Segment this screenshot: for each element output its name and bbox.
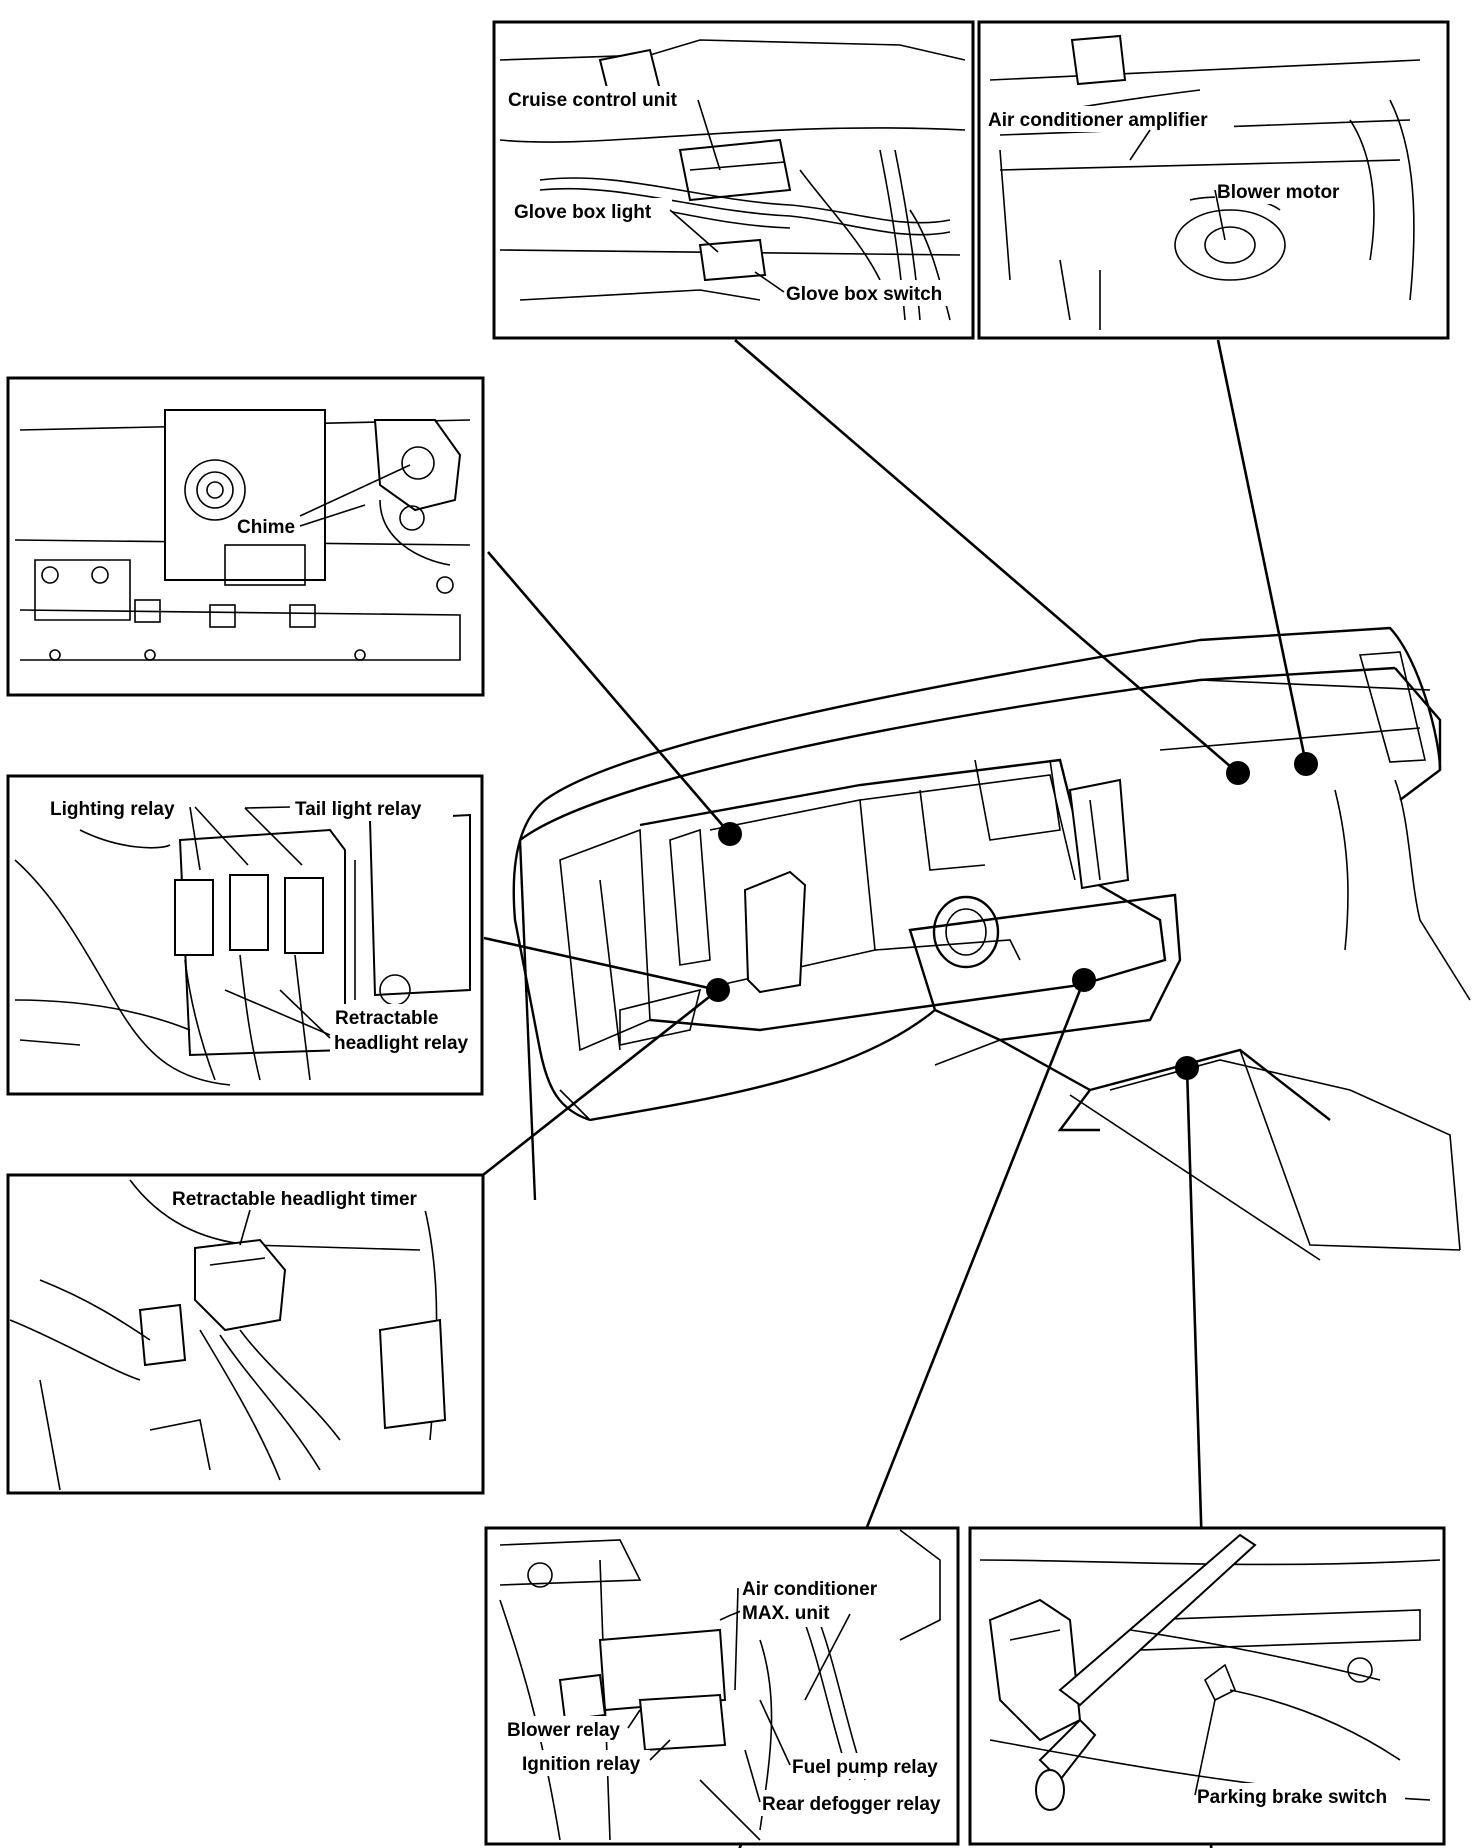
label-air-conditioner-max-unit: Air conditioner MAX. unit bbox=[734, 1575, 895, 1701]
panel-chime: Chime bbox=[6, 376, 485, 697]
svg-text:Lighting relay: Lighting relay bbox=[50, 799, 175, 820]
svg-text:Retractable headlight timer: Retractable headlight timer bbox=[172, 1189, 418, 1210]
label-glove-box-light: Glove box light bbox=[512, 198, 719, 253]
svg-text:Tail light relay: Tail light relay bbox=[295, 799, 422, 820]
svg-text:Retractable: Retractable bbox=[335, 1008, 439, 1029]
svg-text:headlight relay: headlight relay bbox=[334, 1033, 469, 1054]
svg-text:Chime: Chime bbox=[237, 517, 295, 538]
label-parking-brake-switch: Parking brake switch bbox=[1194, 1699, 1405, 1809]
marker-relays-left bbox=[706, 978, 730, 1002]
svg-text:Rear defogger relay: Rear defogger relay bbox=[762, 1794, 941, 1815]
label-retractable-headlight-timer: Retractable headlight timer bbox=[170, 1185, 440, 1246]
svg-text:Cruise control unit: Cruise control unit bbox=[508, 90, 678, 111]
svg-text:Ignition relay: Ignition relay bbox=[522, 1754, 641, 1775]
marker-center-relays bbox=[1072, 968, 1096, 992]
label-tail-light-relay: Tail light relay bbox=[244, 795, 453, 866]
label-chime: Chime bbox=[235, 464, 411, 539]
location-markers bbox=[706, 752, 1318, 1080]
label-blower-motor: Blower motor bbox=[1214, 178, 1355, 241]
marker-ac-amplifier bbox=[1294, 752, 1318, 776]
svg-text:Blower motor: Blower motor bbox=[1217, 182, 1340, 203]
marker-glove-box bbox=[1226, 761, 1250, 785]
panel-relays-left: Lighting relay Tail light relay Retracta… bbox=[6, 774, 484, 1096]
panel-ac-amplifier: Air conditioner amplifier Blower motor bbox=[977, 20, 1450, 340]
svg-text:MAX. unit: MAX. unit bbox=[742, 1603, 830, 1624]
svg-text:Parking brake switch: Parking brake switch bbox=[1197, 1787, 1387, 1808]
svg-text:Glove box light: Glove box light bbox=[514, 202, 652, 223]
marker-parking-brake bbox=[1175, 1056, 1199, 1080]
panel-parking-brake: Parking brake switch bbox=[968, 1526, 1446, 1846]
svg-text:Fuel pump relay: Fuel pump relay bbox=[792, 1757, 938, 1778]
label-blower-relay: Blower relay bbox=[505, 1709, 641, 1742]
panel-glove-box: Cruise control unit Glove box light Glov… bbox=[492, 20, 975, 340]
label-lighting-relay: Lighting relay bbox=[48, 795, 249, 871]
panel-center-relays: Air conditioner MAX. unit Blower relay I… bbox=[484, 1526, 960, 1846]
panel-headlight-timer: Retractable headlight timer bbox=[6, 1173, 485, 1495]
label-fuel-pump-relay: Fuel pump relay bbox=[759, 1699, 950, 1779]
svg-text:Air conditioner: Air conditioner bbox=[742, 1579, 878, 1600]
label-air-conditioner-amplifier: Air conditioner amplifier bbox=[986, 106, 1234, 161]
label-ignition-relay: Ignition relay bbox=[520, 1739, 671, 1776]
svg-text:Blower relay: Blower relay bbox=[507, 1720, 620, 1741]
svg-text:Air conditioner amplifier: Air conditioner amplifier bbox=[988, 110, 1208, 131]
label-glove-box-switch: Glove box switch bbox=[754, 271, 964, 306]
label-rear-defogger-relay: Rear defogger relay bbox=[744, 1749, 955, 1816]
dashboard-illustration bbox=[512, 626, 1471, 1261]
marker-chime bbox=[718, 822, 742, 846]
label-retractable-headlight-relay: Retractable headlight relay bbox=[224, 989, 475, 1056]
label-cruise-control-unit: Cruise control unit bbox=[506, 86, 721, 171]
svg-text:Glove box switch: Glove box switch bbox=[786, 284, 942, 305]
